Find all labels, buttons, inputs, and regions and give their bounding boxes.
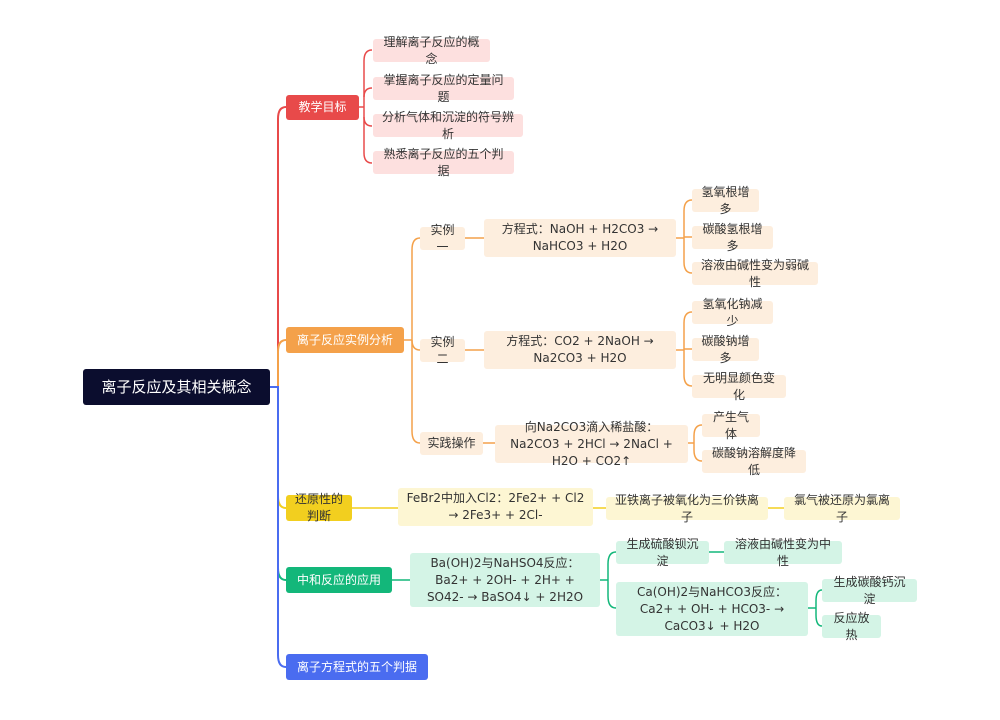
example2-result: 无明显颜色变化 <box>692 371 786 402</box>
example2-result: 碳酸钠增多 <box>692 334 759 365</box>
neutralization-reaction2: Ca(OH)2与NaHCO3反应：Ca2+ + OH- + HCO3- → Ca… <box>616 582 808 636</box>
neutralization-reaction1: Ba(OH)2与NaHSO4反应：Ba2+ + 2OH- + 2H+ + SO4… <box>410 553 600 607</box>
neutralization-topic: 中和反应的应用 <box>286 567 392 593</box>
neutral-result: 溶液由碱性变为中性 <box>724 537 842 568</box>
example1-result: 氢氧根增多 <box>692 185 759 216</box>
example1-label: 实例一 <box>420 223 465 254</box>
example1-result: 溶液由碱性变为弱碱性 <box>692 258 818 289</box>
five-criteria-topic: 离子方程式的五个判据 <box>286 654 428 680</box>
root-topic: 离子反应及其相关概念 <box>83 369 270 405</box>
practice-result: 产生气体 <box>702 410 760 441</box>
reaction2-result: 反应放热 <box>822 611 881 642</box>
practice-result: 碳酸钠溶解度降低 <box>702 446 806 477</box>
practice-equation: 向Na2CO3滴入稀盐酸：Na2CO3 + 2HCl → 2NaCl + H2O… <box>495 420 688 468</box>
reducibility-equation: FeBr2中加入Cl2：2Fe2+ + Cl2 → 2Fe3+ + 2Cl- <box>398 488 593 526</box>
example2-result: 氢氧化钠减少 <box>692 297 773 328</box>
reaction2-result: 生成碳酸钙沉淀 <box>822 575 917 606</box>
reducibility-topic: 还原性的判断 <box>286 492 352 523</box>
teaching-goal-item: 熟悉离子反应的五个判据 <box>373 147 514 178</box>
example1-result: 碳酸氢根增多 <box>692 222 773 253</box>
practice-label: 实践操作 <box>420 432 483 455</box>
precipitate-result: 生成硫酸钡沉淀 <box>616 537 709 568</box>
teaching-goal-item: 理解离子反应的概念 <box>373 35 490 66</box>
teaching-goal-item: 掌握离子反应的定量问题 <box>373 73 514 104</box>
reducibility-sub-result: 氯气被还原为氯离子 <box>784 493 900 524</box>
example2-equation: 方程式：CO2 + 2NaOH → Na2CO3 + H2O <box>484 331 676 369</box>
example1-equation: 方程式：NaOH + H2CO3 → NaHCO3 + H2O <box>484 219 676 257</box>
teaching-goals-topic: 教学目标 <box>286 95 359 120</box>
reducibility-result: 亚铁离子被氧化为三价铁离子 <box>606 493 768 524</box>
examples-topic: 离子反应实例分析 <box>286 327 404 353</box>
teaching-goal-item: 分析气体和沉淀的符号辨析 <box>373 110 523 141</box>
example2-label: 实例二 <box>420 335 465 366</box>
